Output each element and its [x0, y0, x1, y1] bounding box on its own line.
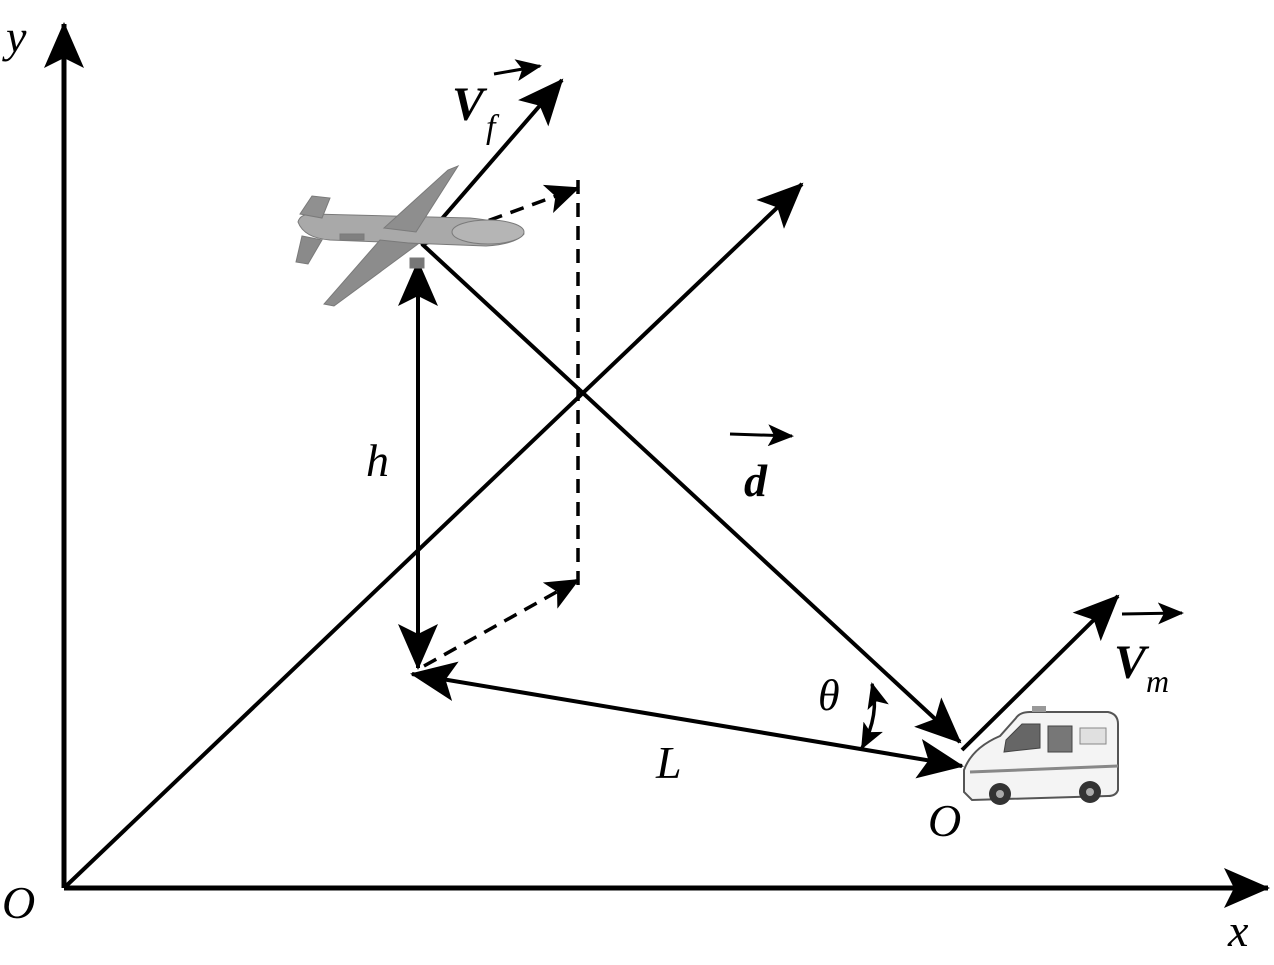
- vehicle-icon: [963, 706, 1119, 805]
- distance-vector-accent: [729, 424, 794, 447]
- uav-velocity-vector-accent: [493, 59, 542, 81]
- uav-velocity-arrow: [418, 78, 564, 246]
- angle-arc-arrow: [860, 682, 889, 750]
- diagonal-axis: [62, 182, 804, 890]
- origin-label: O: [2, 877, 35, 928]
- uav-velocity-subscript: f: [486, 109, 500, 146]
- vehicle-origin-label: O: [928, 795, 961, 846]
- angle-label: θ: [818, 671, 840, 720]
- ground-projection-dashed-arrow: [423, 578, 580, 668]
- vehicle-velocity-vector-accent: [1121, 602, 1184, 625]
- vehicle-velocity-arrow: [960, 594, 1120, 752]
- x-axis-label: x: [1227, 905, 1249, 956]
- vehicle-velocity-symbol: V: [1114, 636, 1150, 689]
- vehicle-velocity-subscript: m: [1146, 663, 1169, 699]
- ground-distance-arrow: [410, 661, 964, 779]
- ground-distance-label: L: [655, 737, 682, 788]
- distance-vector-line: [420, 242, 962, 744]
- distance-vector-label: d: [744, 455, 768, 506]
- uav-velocity-symbol: V: [452, 78, 488, 131]
- uav-icon: [295, 164, 525, 307]
- height-label: h: [366, 435, 389, 486]
- y-axis-label: y: [2, 11, 27, 62]
